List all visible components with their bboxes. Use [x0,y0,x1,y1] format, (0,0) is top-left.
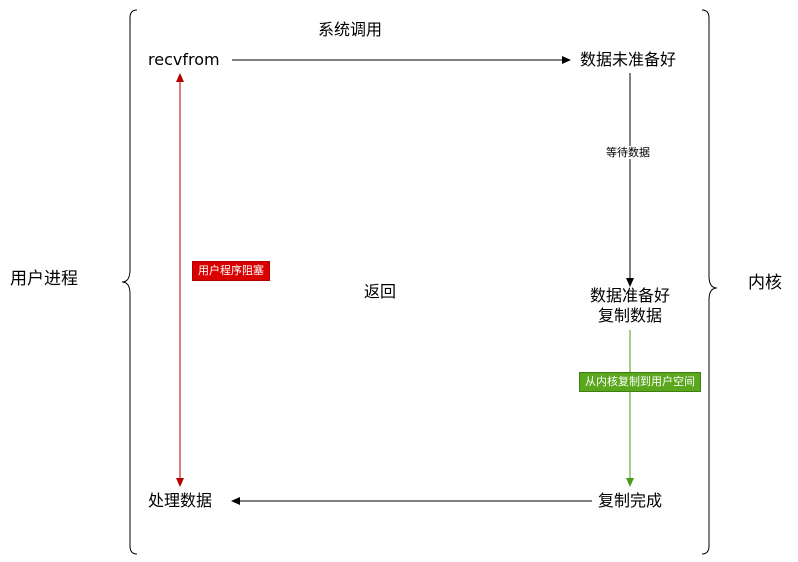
copy-kernel-to-user-tag: 从内核复制到用户空间 [579,372,701,393]
wait-data-label: 等待数据 [606,146,650,159]
kernel-label: 内核 [748,273,782,293]
user-process-label: 用户进程 [10,269,78,289]
data-ready-line1: 数据准备好 [589,286,670,305]
data-ready-line2: 复制数据 [597,306,662,325]
kernel-brace [701,9,718,555]
user-blocked-tag: 用户程序阻塞 [192,261,270,282]
process-data-node: 处理数据 [148,491,213,510]
user-process-brace [121,9,138,555]
copy-done-node: 复制完成 [598,491,663,510]
data-ready-node: 数据准备好 复制数据 [580,288,680,324]
return-label: 返回 [364,282,397,301]
recvfrom-node: recvfrom [148,50,220,69]
data-not-ready-node: 数据未准备好 [580,50,677,69]
syscall-label: 系统调用 [318,20,383,39]
